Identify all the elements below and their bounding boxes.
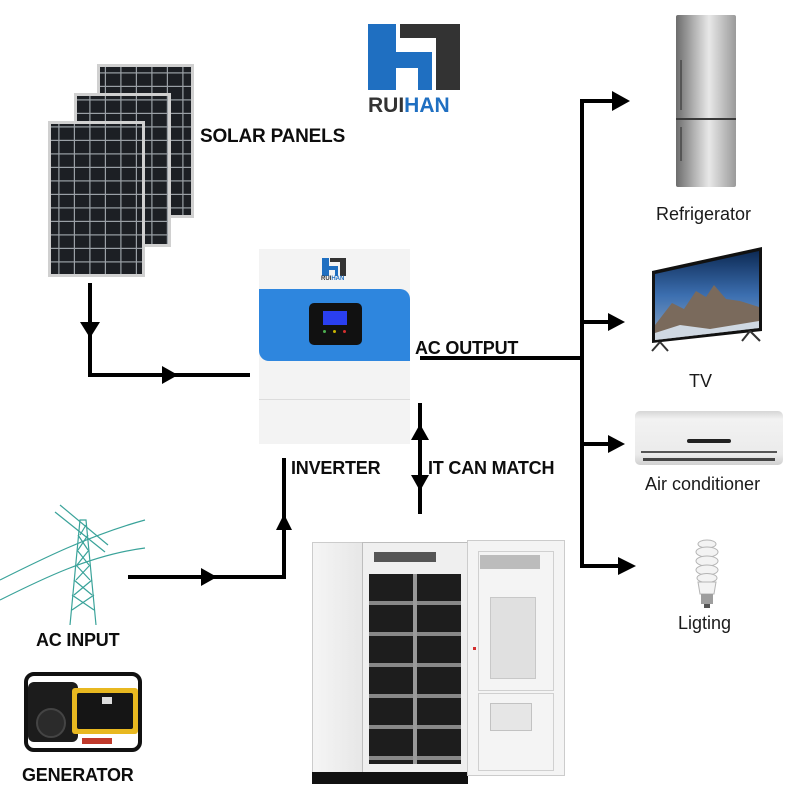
arrow-right-icon (608, 435, 625, 453)
arrow-down-icon (411, 475, 429, 491)
light-bulb-icon (695, 539, 719, 608)
solar-panel-front (48, 121, 145, 277)
arrow-down-icon (80, 322, 100, 338)
inverter-icon: RUIHAN (259, 249, 410, 444)
power-tower-icon (0, 504, 146, 626)
tv-icon (651, 247, 762, 352)
battery-match-label: IT CAN MATCH (428, 458, 555, 478)
inverter-logo: RUIHAN (321, 258, 346, 286)
battery-cabinet-icon (312, 536, 567, 784)
solar-to-inverter-line (88, 283, 250, 377)
generator-control-panel (72, 688, 138, 734)
led-green (323, 330, 326, 333)
load-label-lighting: Ligting (678, 613, 732, 633)
inverter-brand-1: RUI (321, 276, 332, 282)
solar-panels-label: SOLAR PANELS (200, 126, 346, 147)
generator-label: GENERATOR (22, 765, 134, 785)
arrow-right-icon (162, 366, 178, 384)
ac-input-label: AC INPUT (36, 630, 120, 650)
arrow-right-icon (618, 557, 636, 575)
inverter-display-panel (309, 303, 362, 345)
solar-panel-icon (48, 64, 194, 277)
air-conditioner-icon (635, 411, 783, 465)
brand-name-part2: HAN (404, 94, 450, 117)
arrow-right-icon (608, 313, 625, 331)
cabinet-vent (374, 552, 436, 562)
load-label-refrigerator: Refrigerator (656, 204, 752, 224)
inverter-divider (259, 399, 410, 400)
inverter-brand-2: HAN (331, 276, 345, 282)
cabinet-door (467, 540, 565, 776)
brand-logo: RUIHAN (366, 22, 462, 120)
arrow-up-icon (276, 514, 292, 530)
ac-output-label: AC OUTPUT (415, 338, 519, 358)
cabinet-base (312, 772, 468, 784)
led-yellow (333, 330, 336, 333)
refrigerator-icon (676, 15, 736, 187)
led-red (343, 330, 346, 333)
battery-modules (369, 574, 461, 764)
arrow-right-icon (612, 91, 630, 111)
inverter-label: INVERTER (291, 458, 381, 478)
generator-icon (22, 664, 146, 758)
acinput-to-inverter-line (128, 458, 286, 579)
brand-logo-mark-icon (368, 24, 460, 90)
load-label-air-conditioner: Air conditioner (645, 474, 761, 494)
arrow-up-icon (411, 424, 429, 440)
arrow-right-icon (201, 568, 217, 586)
inverter-lcd-screen (323, 311, 347, 325)
load-label-tv: TV (689, 371, 713, 391)
brand-name-part1: RUI (368, 94, 405, 117)
